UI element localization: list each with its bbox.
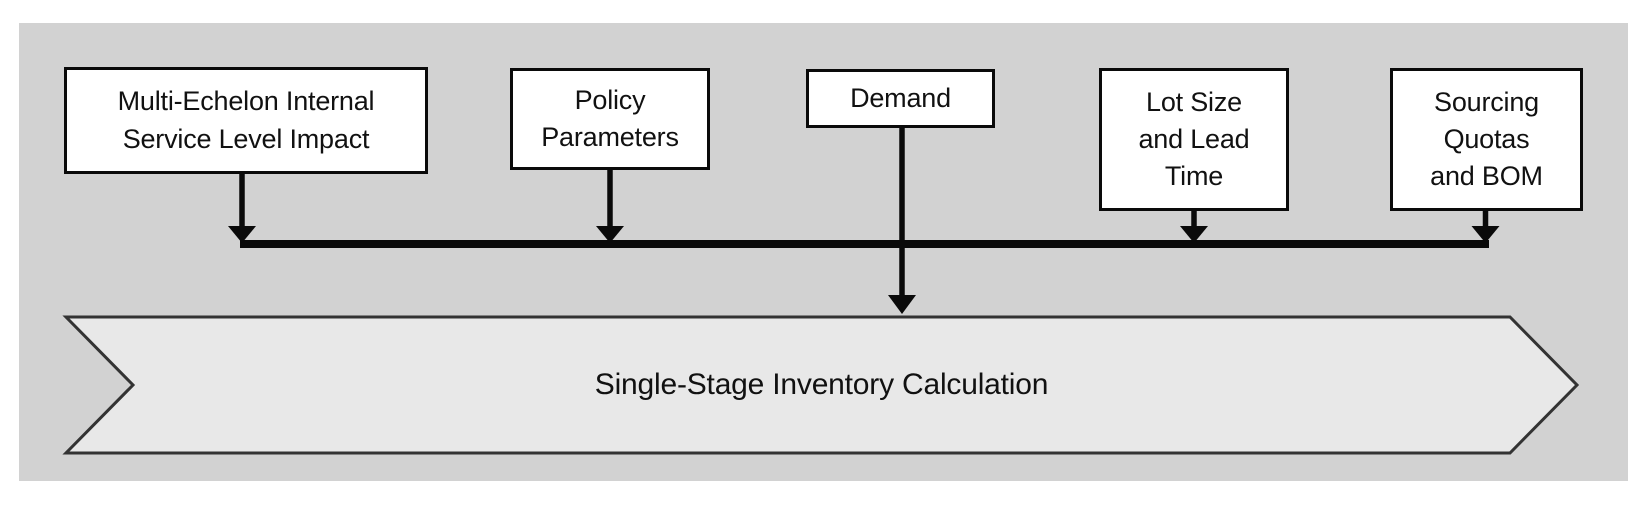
input-box-policy-parameters: Policy Parameters — [510, 68, 710, 170]
input-box-multi-echelon-label: Multi-Echelon Internal Service Level Imp… — [117, 86, 375, 154]
input-box-multi-echelon: Multi-Echelon Internal Service Level Imp… — [64, 67, 428, 174]
input-box-policy-parameters-label: Policy Parameters — [541, 84, 679, 152]
process-banner-label: Single-Stage Inventory Calculation — [594, 368, 1049, 401]
input-box-lot-size-lead-time-label: Lot Size and Lead Time — [1138, 86, 1250, 192]
input-box-demand-label: Demand — [850, 82, 951, 113]
input-box-sourcing-quotas-bom-label: Sourcing Quotas and BOM — [1430, 86, 1543, 192]
process-banner: Single-Stage Inventory Calculation — [66, 317, 1577, 453]
input-box-sourcing-quotas-bom: Sourcing Quotas and BOM — [1390, 68, 1583, 211]
input-box-lot-size-lead-time: Lot Size and Lead Time — [1099, 68, 1289, 211]
input-box-demand: Demand — [806, 69, 995, 128]
